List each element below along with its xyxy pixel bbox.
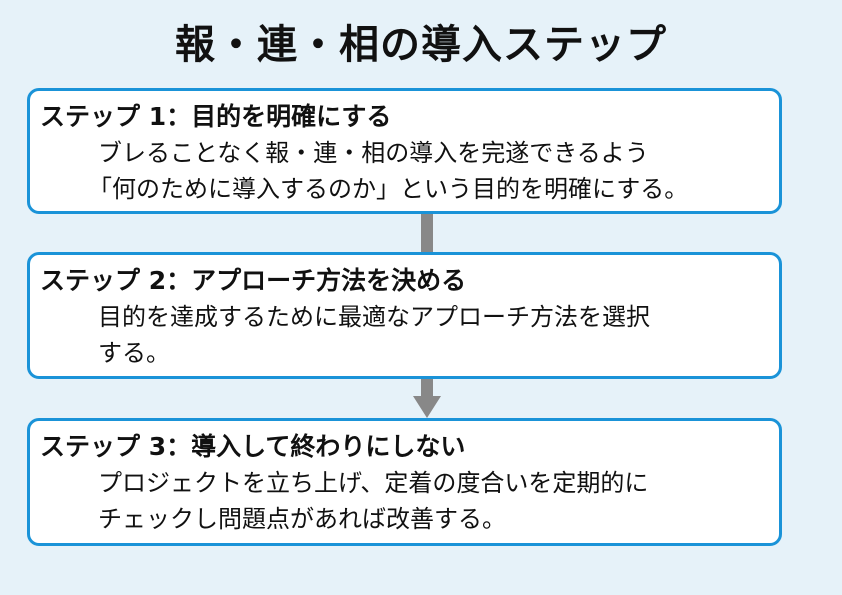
step-2-box: ステップ 2：アプローチ方法を決める 目的を達成するために最適なアプローチ方法を… bbox=[27, 252, 782, 379]
step-description: 目的を達成するために最適なアプローチ方法を選択する。 bbox=[40, 299, 650, 371]
step-description: プロジェクトを立ち上げ、定着の度合いを定期的にチェックし問題点があれば改善する。 bbox=[40, 465, 648, 537]
arrow-down-icon bbox=[413, 396, 441, 418]
description-line: チェックし問題点があれば改善する。 bbox=[98, 505, 506, 533]
description-line: 「何のために導入するのか」という目的を明確にする。 bbox=[88, 175, 689, 203]
connector-line bbox=[421, 213, 433, 253]
step-heading: ステップ 2：アプローチ方法を決める bbox=[40, 266, 467, 295]
arrow-shaft bbox=[421, 378, 433, 396]
description-line: ブレることなく報・連・相の導入を完遂できるよう bbox=[98, 139, 649, 167]
step-description: ブレることなく報・連・相の導入を完遂できるよう「何のために導入するのか」という目… bbox=[40, 135, 688, 207]
description-line: する。 bbox=[98, 339, 170, 367]
step-heading: ステップ 1：目的を明確にする bbox=[40, 102, 392, 131]
description-line: プロジェクトを立ち上げ、定着の度合いを定期的に bbox=[98, 469, 649, 497]
step-3-box: ステップ 3：導入して終わりにしない プロジェクトを立ち上げ、定着の度合いを定期… bbox=[27, 418, 782, 546]
step-1-box: ステップ 1：目的を明確にする ブレることなく報・連・相の導入を完遂できるよう「… bbox=[27, 88, 782, 214]
diagram-title: 報・連・相の導入ステップ bbox=[175, 22, 667, 68]
step-heading: ステップ 3：導入して終わりにしない bbox=[40, 432, 466, 461]
description-line: 目的を達成するために最適なアプローチ方法を選択 bbox=[98, 303, 650, 331]
